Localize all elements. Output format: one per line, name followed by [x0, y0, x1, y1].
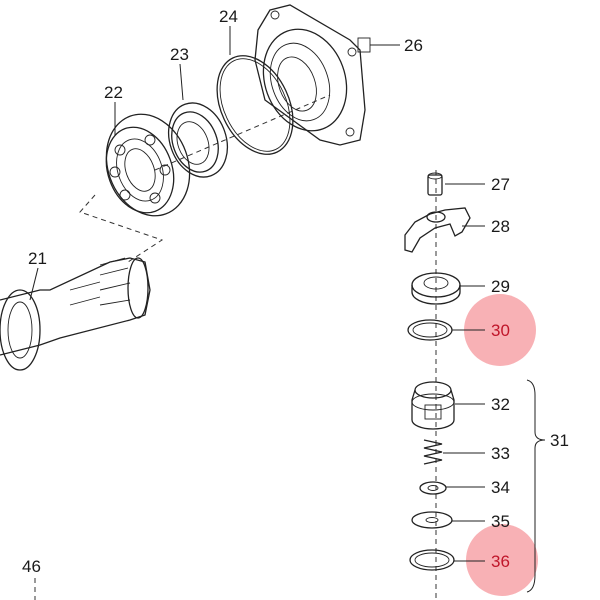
housing-part-26 [254, 4, 371, 146]
spring-part-33 [423, 439, 443, 465]
callout-label-27: 27 [491, 175, 510, 194]
o-ring-part-24 [216, 55, 294, 155]
washer-part-34 [419, 481, 447, 495]
washer-part-35 [411, 511, 453, 529]
callout-label-30: 30 [491, 321, 510, 340]
callout-label-32: 32 [491, 395, 510, 414]
valve-part-32 [411, 381, 455, 430]
cam-part-29 [411, 272, 461, 305]
shaft-part-21 [0, 257, 151, 371]
callout-label-28: 28 [491, 217, 510, 236]
bearing-part-22 [105, 113, 191, 217]
seal-part-23 [168, 102, 228, 178]
callout-label-24: 24 [219, 7, 238, 26]
assembly-guide-lines [79, 94, 437, 600]
callout-label-21: 21 [28, 249, 47, 268]
callout-label-22: 22 [104, 83, 123, 102]
highlight-marker-30 [464, 294, 536, 366]
callout-label-23: 23 [170, 45, 189, 64]
highlight-marker-36 [466, 524, 538, 596]
callout-label-46: 46 [22, 557, 41, 576]
o-ring-part-30 [407, 319, 453, 341]
callout-label-33: 33 [491, 444, 510, 463]
lever-part-28 [404, 207, 471, 253]
pin-part-27 [427, 172, 443, 196]
leader-lines [29, 26, 546, 593]
callout-label-31: 31 [550, 431, 569, 450]
o-ring-part-36 [409, 549, 455, 571]
callout-label-26: 26 [404, 36, 423, 55]
callout-label-34: 34 [491, 478, 510, 497]
callout-label-36: 36 [491, 552, 510, 571]
callout-label-29: 29 [491, 277, 510, 296]
callout-label-35: 35 [491, 512, 510, 531]
